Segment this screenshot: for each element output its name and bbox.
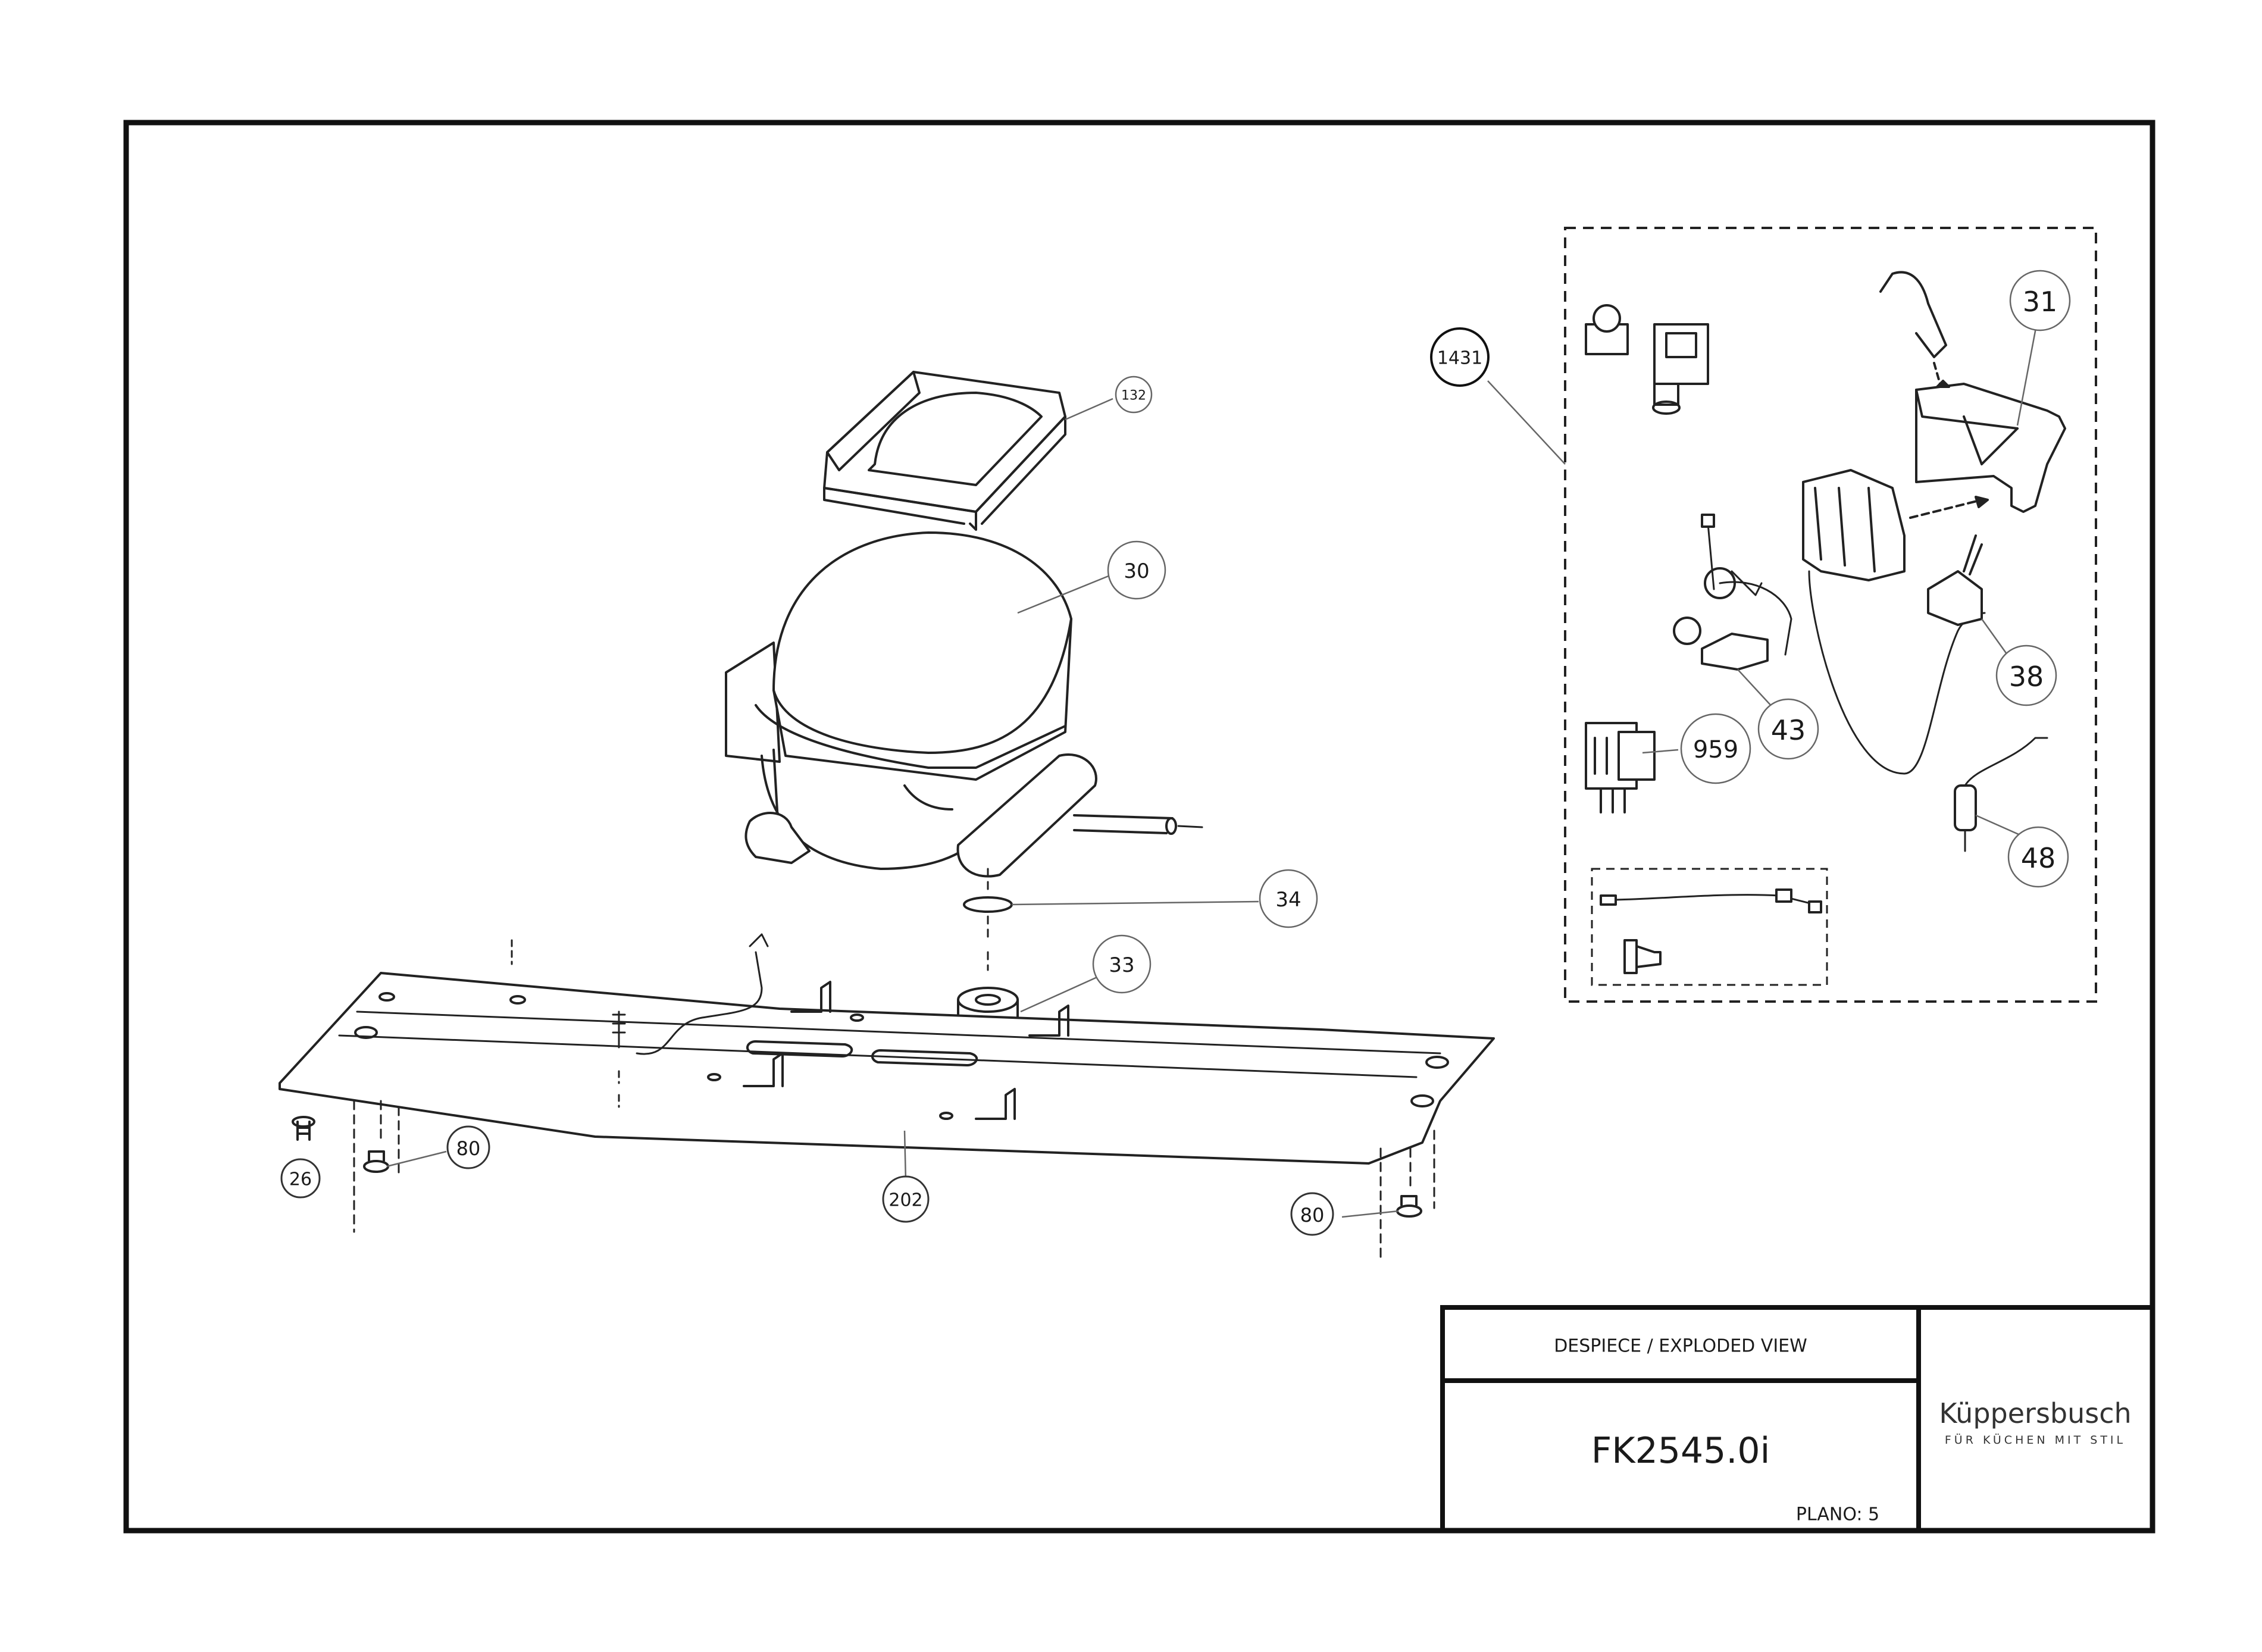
cable-kit <box>1600 888 1822 974</box>
part-202-base-plate <box>279 933 1495 1165</box>
callout-38: 38 <box>1995 644 2057 706</box>
callout-31: 31 <box>2009 270 2071 331</box>
sheet-number: PLANO: 5 <box>1796 1504 1879 1525</box>
part-132-cap <box>823 371 1066 531</box>
svg-text:202: 202 <box>888 1190 922 1211</box>
callout-202: 202 <box>882 1175 930 1223</box>
callout-30: 30 <box>1107 540 1166 600</box>
title-block <box>1440 1305 2155 1533</box>
svg-text:1431: 1431 <box>1437 348 1482 369</box>
callout-33: 33 <box>1092 934 1152 994</box>
svg-text:30: 30 <box>1124 559 1149 583</box>
svg-text:31: 31 <box>2023 286 2058 318</box>
callout-43: 43 <box>1757 698 1819 760</box>
drawing-frame <box>123 120 2155 1534</box>
brand-logo: Küppersbusch <box>1939 1397 2131 1429</box>
part-80-foot-left <box>353 1100 400 1233</box>
part-48-capacitor <box>1954 737 2048 852</box>
part-80-foot-right <box>1379 1130 1435 1263</box>
part-38-plug <box>1927 534 1983 626</box>
part-30-compressor <box>725 531 1203 878</box>
svg-text:34: 34 <box>1275 888 1301 912</box>
callout-1431: 1431 <box>1430 327 1490 387</box>
part-959-terminal <box>1585 722 1656 814</box>
part-34-washer <box>963 896 1013 913</box>
electrical-kit-box <box>1564 227 2097 1003</box>
model-number: FK2545.0i <box>1591 1430 1770 1472</box>
part-43-overload <box>1673 514 1792 671</box>
callout-34: 34 <box>1259 869 1318 928</box>
svg-text:132: 132 <box>1121 389 1146 403</box>
part-26-screw <box>292 1116 315 1141</box>
svg-text:26: 26 <box>289 1169 312 1190</box>
callout-132: 132 <box>1115 376 1153 414</box>
svg-text:33: 33 <box>1109 953 1134 977</box>
cable-kit-box <box>1591 868 1828 986</box>
svg-text:38: 38 <box>2009 661 2044 693</box>
callout-48: 48 <box>2007 826 2069 888</box>
title-block-heading: DESPIECE / EXPLODED VIEW <box>1554 1336 1807 1357</box>
callout-26: 26 <box>280 1158 321 1199</box>
starter-housing <box>1802 469 1989 581</box>
brand-tagline: FÜR KÜCHEN MIT STIL <box>1945 1433 2126 1447</box>
svg-text:80: 80 <box>456 1137 481 1160</box>
part-31-cover <box>1879 271 2066 513</box>
svg-text:43: 43 <box>1771 714 1806 746</box>
callout-80-left: 80 <box>446 1125 490 1169</box>
leader-lines <box>386 315 2039 1218</box>
compressor-assembly <box>279 371 1495 1263</box>
callout-959: 959 <box>1680 713 1751 784</box>
callout-80-right: 80 <box>1290 1192 1334 1236</box>
svg-text:959: 959 <box>1693 736 1738 764</box>
electrical-parts <box>1585 271 2066 974</box>
svg-text:80: 80 <box>1300 1204 1325 1227</box>
relay-group <box>1585 304 1709 415</box>
svg-text:48: 48 <box>2021 842 2056 874</box>
